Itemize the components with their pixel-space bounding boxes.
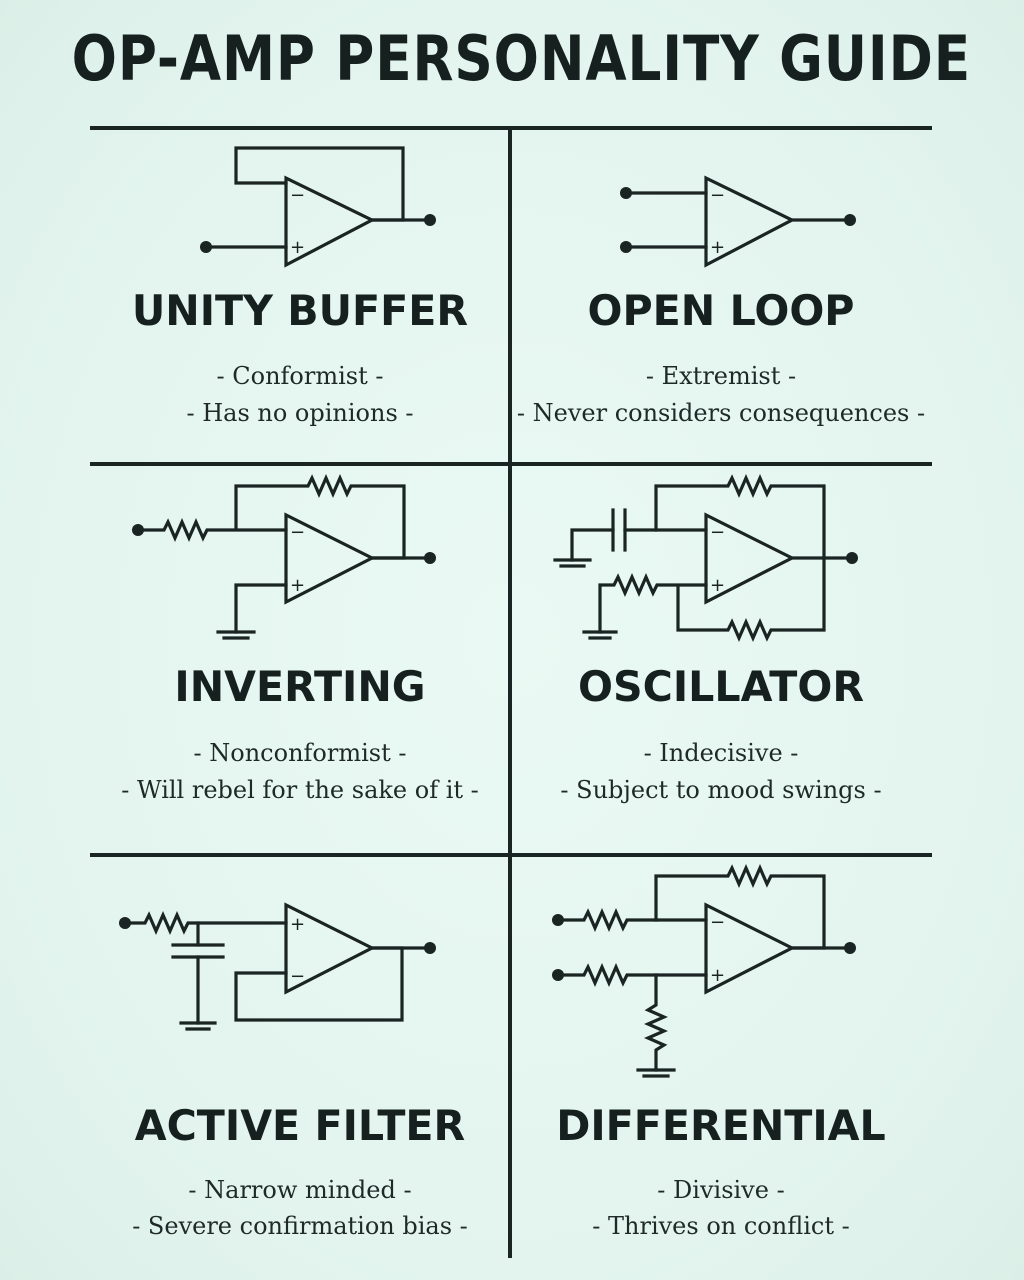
row1-divider [90, 462, 932, 466]
cell-title-inverting: INVERTING [174, 662, 426, 711]
output-terminal [424, 942, 436, 954]
feedback-wire [236, 948, 402, 1020]
feedback-wire [656, 868, 824, 948]
oscillator-schematic: − + [550, 470, 858, 645]
open-loop-schematic: − + [620, 140, 856, 280]
input-terminal [620, 241, 632, 253]
input-terminal [620, 187, 632, 199]
minus-sign: − [290, 185, 305, 206]
opamp-triangle [286, 515, 372, 602]
cell-title-oscillator: OSCILLATOR [577, 662, 865, 711]
plus-sign: + [290, 575, 305, 596]
differential-schematic: − + [552, 860, 856, 1085]
input-terminal [132, 524, 144, 536]
feedback-wire [236, 148, 403, 220]
unity-buffer-schematic: − + [200, 140, 436, 280]
opamp-triangle [286, 178, 372, 265]
output-terminal [846, 552, 858, 564]
plus-sign: + [710, 237, 725, 258]
output-terminal [424, 552, 436, 564]
output-terminal [424, 214, 436, 226]
plus-sign: + [290, 237, 305, 258]
minus-sign: − [710, 185, 725, 206]
plus-sign: + [290, 914, 305, 935]
active-filter-schematic: + − [119, 900, 436, 1035]
center-divider [508, 126, 512, 1258]
cell-title-active-filter: ACTIVE FILTER [134, 1101, 466, 1150]
input-resistor-wire [138, 522, 286, 538]
cell-trait-inverting-2: - Will rebel for the sake of it - [121, 776, 479, 804]
page-title: OP-AMP PERSONALITY GUIDE [71, 22, 972, 95]
cell-trait-open-loop-1: - Extremist - [645, 362, 797, 390]
input-terminal [119, 917, 131, 929]
plus-sign: + [710, 575, 725, 596]
cell-title-differential: DIFFERENTIAL [556, 1101, 886, 1150]
opamp-triangle [706, 178, 792, 265]
minus-sign: − [710, 912, 725, 933]
cell-trait-oscillator-1: - Indecisive - [643, 739, 799, 767]
feedback-wire [236, 478, 404, 558]
inverting-schematic: − + [132, 470, 436, 645]
plus-sign: + [710, 965, 725, 986]
cell-trait-open-loop-2: - Never considers consequences - [516, 399, 926, 427]
cell-trait-active-filter-2: - Severe confirmation bias - [132, 1212, 468, 1240]
input-terminal [552, 969, 564, 981]
row2-divider [90, 853, 932, 857]
minus-sign: − [290, 522, 305, 543]
input-resistor-wire [125, 915, 286, 931]
cell-trait-differential-1: - Divisive - [657, 1176, 785, 1204]
cell-title-open-loop: OPEN LOOP [587, 286, 855, 335]
ground-resistor-wire [600, 577, 706, 632]
noninverting-resistor-wire [558, 967, 706, 983]
cell-title-unity-buffer: UNITY BUFFER [131, 286, 469, 335]
inverting-resistor-wire [558, 912, 706, 928]
input-terminal [200, 241, 212, 253]
capacitor-wire [572, 530, 613, 560]
output-terminal [844, 942, 856, 954]
minus-sign: − [290, 966, 305, 987]
cell-trait-differential-2: - Thrives on conflict - [592, 1212, 850, 1240]
opamp-triangle [286, 905, 372, 992]
cell-trait-oscillator-2: - Subject to mood swings - [560, 776, 882, 804]
ground-wire [236, 585, 286, 632]
output-terminal [844, 214, 856, 226]
minus-sign: − [710, 522, 725, 543]
opamp-triangle [706, 905, 792, 992]
opamp-triangle [706, 515, 792, 602]
cell-trait-active-filter-1: - Narrow minded - [188, 1176, 412, 1204]
cell-trait-unity-buffer-2: - Has no opinions - [186, 399, 414, 427]
cell-trait-inverting-1: - Nonconformist - [193, 739, 407, 767]
input-terminal [552, 914, 564, 926]
negative-feedback-wire [656, 478, 824, 558]
cell-trait-unity-buffer-1: - Conformist - [216, 362, 384, 390]
ground-resistor-wire [648, 975, 664, 1070]
positive-feedback-wire [678, 558, 824, 638]
